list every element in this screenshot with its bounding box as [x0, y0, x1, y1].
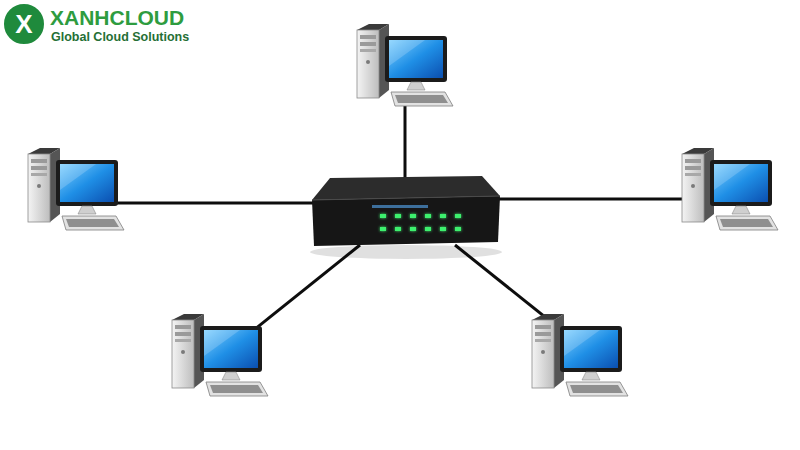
led — [380, 214, 386, 218]
cable — [404, 105, 407, 185]
led — [395, 227, 401, 231]
status-leds — [380, 214, 461, 231]
led — [455, 227, 461, 231]
cable — [100, 202, 320, 205]
network-switch — [310, 176, 502, 259]
led — [410, 227, 416, 231]
led — [440, 227, 446, 231]
logo-circle — [3, 3, 45, 45]
brand-name: XANHCLOUD — [50, 6, 184, 29]
computer-icon — [682, 148, 778, 230]
led — [455, 214, 461, 218]
switch-badge — [372, 205, 428, 208]
switch-edge — [312, 196, 500, 200]
led — [425, 227, 431, 231]
network-cables — [100, 105, 715, 345]
computer-icon — [532, 314, 628, 396]
computer-icon — [357, 24, 453, 106]
led — [380, 227, 386, 231]
cable — [490, 198, 715, 201]
led — [395, 214, 401, 218]
logo-letter: X — [3, 3, 45, 45]
switch-front — [312, 196, 500, 246]
brand-slogan: Global Cloud Solutions — [51, 31, 189, 45]
switch-shadow — [310, 245, 502, 259]
switch-top — [312, 176, 500, 200]
computer-icon — [172, 314, 268, 396]
led — [440, 214, 446, 218]
led — [425, 214, 431, 218]
computer-icon — [28, 148, 124, 230]
led — [410, 214, 416, 218]
